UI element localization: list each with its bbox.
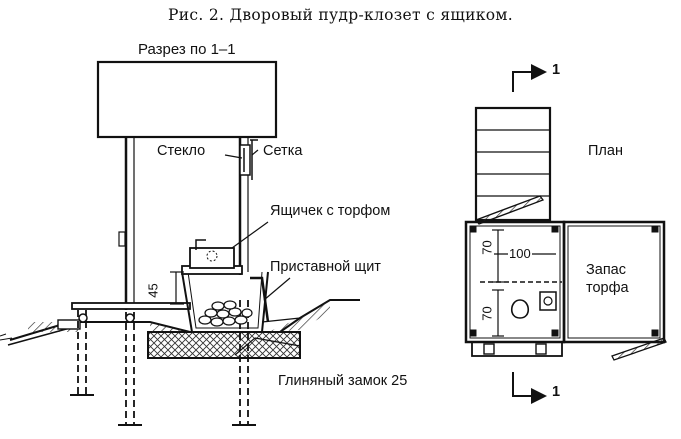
- seat-hole: [510, 299, 530, 319]
- storage-label-line1: Запас: [586, 262, 626, 278]
- clay-lock: [147, 331, 301, 359]
- dimension-bottom-70: 70: [479, 306, 495, 321]
- floor-slab: [71, 302, 191, 310]
- cut-mark-label-bottom: 1: [552, 384, 561, 400]
- cut-mark-bottom: [512, 372, 547, 404]
- cut-mark-label-top: 1: [552, 62, 561, 78]
- label-mesh: Сетка: [263, 143, 303, 159]
- peat-pile: [198, 300, 253, 327]
- section-drawing: [0, 60, 360, 426]
- dimension-top-70: 70: [479, 240, 495, 255]
- label-attached-shield: Приставной щит: [270, 259, 381, 275]
- plan-drawing: [464, 64, 667, 404]
- label-glass: Стекло: [157, 143, 206, 159]
- dimension-45: 45: [145, 283, 161, 298]
- plan-storage: [562, 220, 666, 344]
- peat-box: [189, 247, 235, 269]
- window-frame: [239, 144, 251, 176]
- plan-title: План: [588, 143, 623, 159]
- section-title: Разрез по 1–1: [138, 41, 236, 58]
- roof: [96, 60, 278, 139]
- cut-mark-top: [512, 64, 547, 92]
- label-peat-box: Ящичек с торфом: [270, 203, 391, 219]
- label-clay-lock: Глиняный замок 25: [278, 373, 408, 389]
- storage-label-line2: торфа: [586, 280, 629, 296]
- figure-caption: Рис. 2. Дворовый пудр-клозет с ящиком.: [168, 6, 513, 24]
- dimension-width-100: 100: [508, 246, 532, 261]
- attached-shield: [250, 276, 270, 323]
